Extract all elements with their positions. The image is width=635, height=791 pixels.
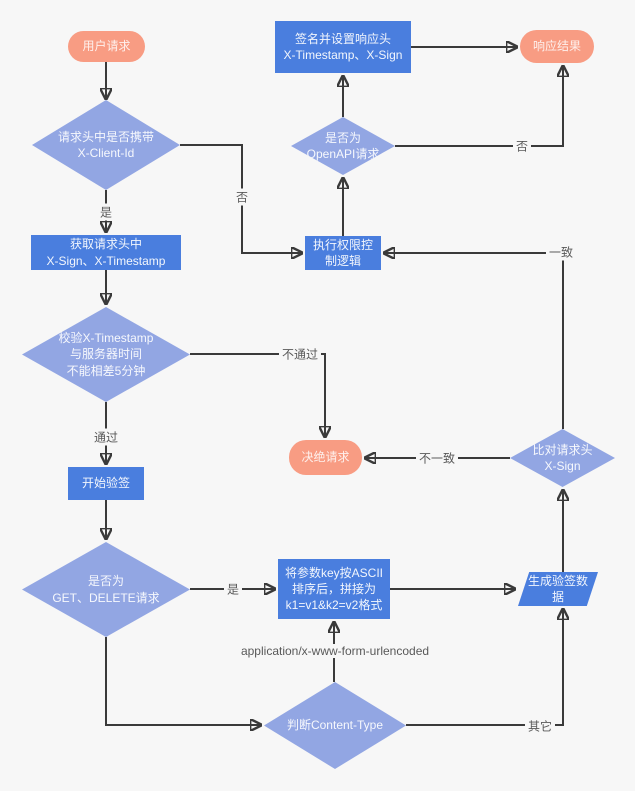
node-user-request: 用户请求 (68, 31, 145, 62)
edge-label-fail: 不通过 (278, 345, 322, 363)
edge-label-consistent: 一致 (545, 243, 577, 261)
edge-openapi-no-to-result (395, 66, 563, 147)
edge-label-inconsistent: 不一致 (415, 449, 459, 467)
edge-label-no-openapi: 否 (512, 137, 532, 155)
node-response-result: 响应结果 (520, 30, 594, 63)
edge-timestamp-fail-to-reject (190, 353, 325, 437)
edge-label-form-urlencoded: application/x-www-form-urlencoded (237, 644, 433, 658)
node-reject-request: 决绝请求 (289, 440, 362, 475)
node-sort-params: 将参数key按ASCII 排序后，拼接为 k1=v1&k2=v2格式 (278, 559, 390, 619)
node-exec-permission: 执行权限控 制逻辑 (305, 236, 381, 270)
edge-label-pass: 通过 (90, 428, 122, 446)
edge-compare-consistent-to-exec (384, 253, 564, 429)
edge-label-no-client-id: 否 (232, 188, 252, 206)
edge-label-yes-client-id: 是 (96, 203, 116, 221)
edge-label-other: 其它 (524, 717, 556, 735)
node-get-headers: 获取请求头中 X-Sign、X-Timestamp (31, 235, 181, 270)
edge-getdelete-to-contenttype (105, 637, 261, 725)
node-sign-response: 签名并设置响应头 X-Timestamp、X-Sign (275, 21, 411, 73)
node-gen-sign-data: 生成验签数 据 (518, 572, 598, 606)
edge-contenttype-other-to-gendata (406, 609, 563, 726)
edge-label-yes-get-delete: 是 (223, 580, 243, 598)
node-start-verify: 开始验签 (68, 467, 144, 500)
